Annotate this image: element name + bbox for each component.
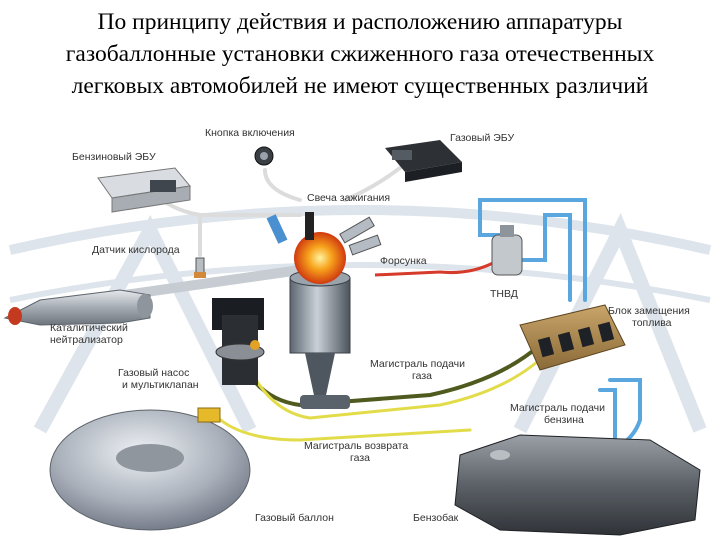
oxygen-sensor [194, 257, 206, 278]
petrol-ecu [97, 167, 191, 213]
label-oxygen-sensor: Датчик кислорода [92, 244, 180, 256]
label-petrol-supply-line: бензина [544, 414, 584, 426]
label-gas-return-line: Магистраль возврата [304, 440, 409, 452]
label-petrol-tank: Бензобак [413, 512, 459, 524]
title-line: легковых автомобилей не имеют существенн… [71, 73, 649, 99]
gas-pump-multivalve [212, 298, 265, 385]
gas-ecu [385, 140, 462, 182]
title-line: газобаллонные установки сжиженного газа … [65, 41, 655, 67]
label-gas-return-line: газа [350, 452, 370, 464]
fuel-replacement-unit [519, 304, 626, 371]
label-fuel-replacement-unit: Блок замещения [608, 305, 690, 317]
petrol-tank [454, 434, 701, 536]
exhaust-system [3, 265, 301, 326]
ignition-button [254, 146, 274, 166]
engine-cylinder [266, 212, 382, 409]
label-petrol-supply-line: Магистраль подачи [510, 402, 606, 414]
high-pressure-line [374, 260, 496, 277]
label-fuel-replacement-unit: топлива [632, 317, 672, 329]
label-catalytic-converter: нейтрализатор [50, 334, 123, 346]
page-title: По принципу действия и расположению аппа… [0, 6, 720, 102]
label-gas-pump: и мультиклапан [122, 379, 199, 391]
label-petrol-ecu: Бензиновый ЭБУ [72, 151, 156, 163]
label-gas-ecu: Газовый ЭБУ [450, 132, 515, 144]
label-spark-plug: Свеча зажигания [307, 192, 391, 204]
gas-tank [49, 407, 251, 531]
label-hpfp: ТНВД [490, 288, 518, 300]
hpfp-pump [491, 225, 523, 276]
label-gas-supply-line: Магистраль подачи [370, 358, 466, 370]
title-line: По принципу действия и расположению аппа… [97, 9, 623, 35]
label-gas-pump: Газовый насос [118, 367, 190, 379]
label-gas-tank: Газовый баллон [255, 512, 334, 524]
label-ignition-button: Кнопка включения [205, 127, 295, 139]
label-gas-supply-line: газа [412, 370, 432, 382]
label-catalytic-converter: Каталитический [50, 322, 128, 334]
label-injector: Форсунка [380, 255, 427, 267]
